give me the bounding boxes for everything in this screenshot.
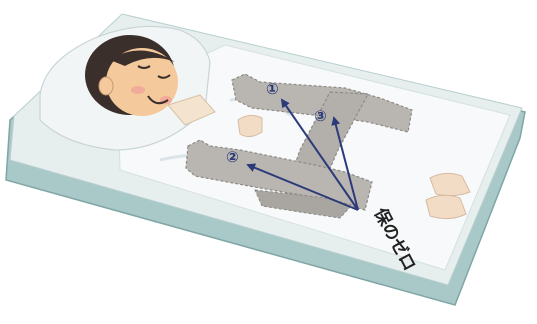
marker-2: ② — [226, 148, 239, 166]
ear — [99, 77, 113, 95]
foot-2 — [426, 195, 466, 218]
marker-3: ③ — [314, 107, 327, 125]
cheek-left — [131, 86, 145, 94]
marker-1: ① — [266, 80, 279, 98]
hand — [238, 115, 262, 136]
